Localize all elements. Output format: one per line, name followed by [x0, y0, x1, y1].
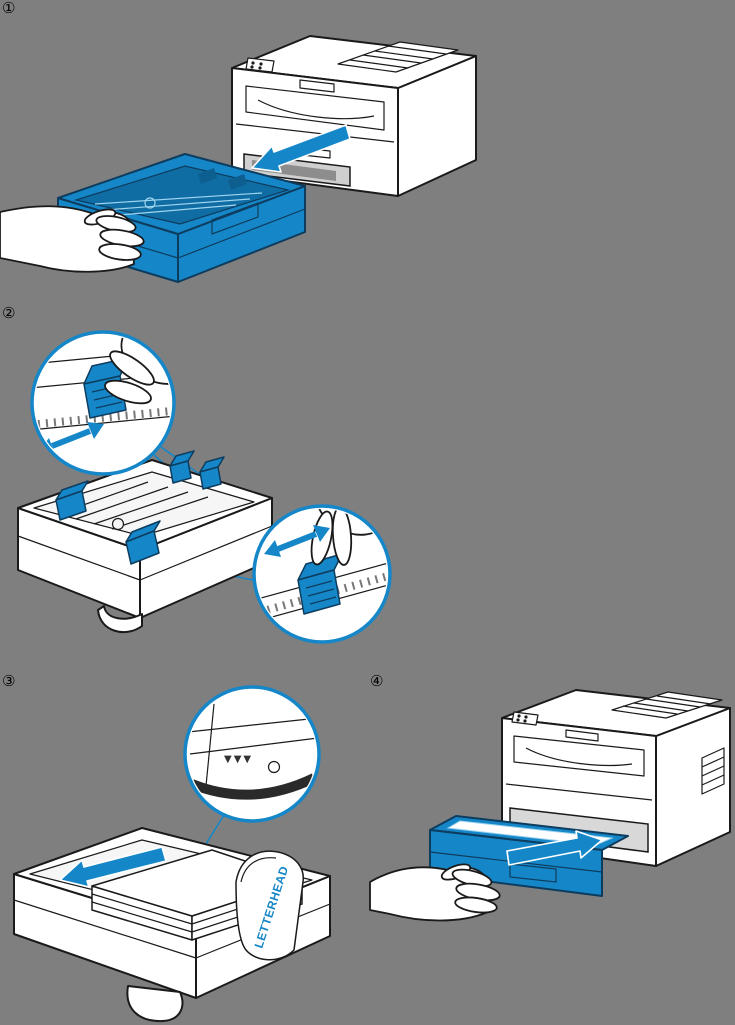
tray-edge-closeup — [190, 773, 316, 800]
step-1-marker: ① — [2, 0, 16, 17]
tray-handle — [97, 605, 143, 634]
step-2-marker: ② — [2, 304, 16, 322]
load-direction-arrow-icon — [59, 846, 167, 888]
output-tray — [245, 79, 385, 131]
callout-rear-guide — [30, 330, 176, 476]
printer — [231, 35, 477, 197]
callout-front-guide — [252, 504, 392, 644]
printer — [501, 689, 731, 867]
hand — [0, 205, 145, 273]
step-2-illustration — [17, 330, 392, 644]
push-direction-arrow-icon — [506, 830, 603, 866]
control-panel — [245, 57, 275, 73]
tray-floor-hole — [111, 517, 125, 531]
side-paper-guide — [55, 480, 89, 521]
front-paper-guide — [125, 520, 161, 565]
hand — [369, 863, 501, 922]
paper-tray — [17, 450, 273, 634]
tray-grip-recess — [509, 863, 557, 883]
step-3-marker: ③ — [2, 672, 16, 690]
slide-double-arrow-icon — [264, 525, 330, 557]
tray-opening — [33, 471, 255, 537]
guide-closeup — [297, 553, 343, 615]
vent-grill-icon — [611, 691, 723, 719]
step-4-marker: ④ — [370, 672, 384, 690]
side-vent-icon — [701, 747, 725, 795]
callout-max-mark: ▼▼▼ — [183, 685, 321, 823]
rear-paper-guide — [169, 450, 225, 490]
tray-interior — [94, 168, 263, 216]
step-4-illustration — [369, 689, 731, 922]
vent-grill-icon — [337, 41, 459, 73]
step-1-illustration — [0, 35, 477, 283]
tray-grip-recess — [211, 202, 259, 235]
paper-stack: LETTERHEAD — [91, 849, 304, 961]
step-3-illustration: LETTERHEAD ▼▼▼ — [13, 685, 331, 1023]
tray-handle — [126, 985, 184, 1023]
max-fill-marks-icon: ▼▼▼ — [224, 754, 253, 765]
ruler-marks — [37, 407, 171, 428]
letterhead-sheet: LETTERHEAD — [235, 850, 304, 961]
pull-direction-arrow-icon — [251, 124, 351, 173]
control-panel — [511, 711, 539, 726]
output-tray — [513, 729, 645, 777]
